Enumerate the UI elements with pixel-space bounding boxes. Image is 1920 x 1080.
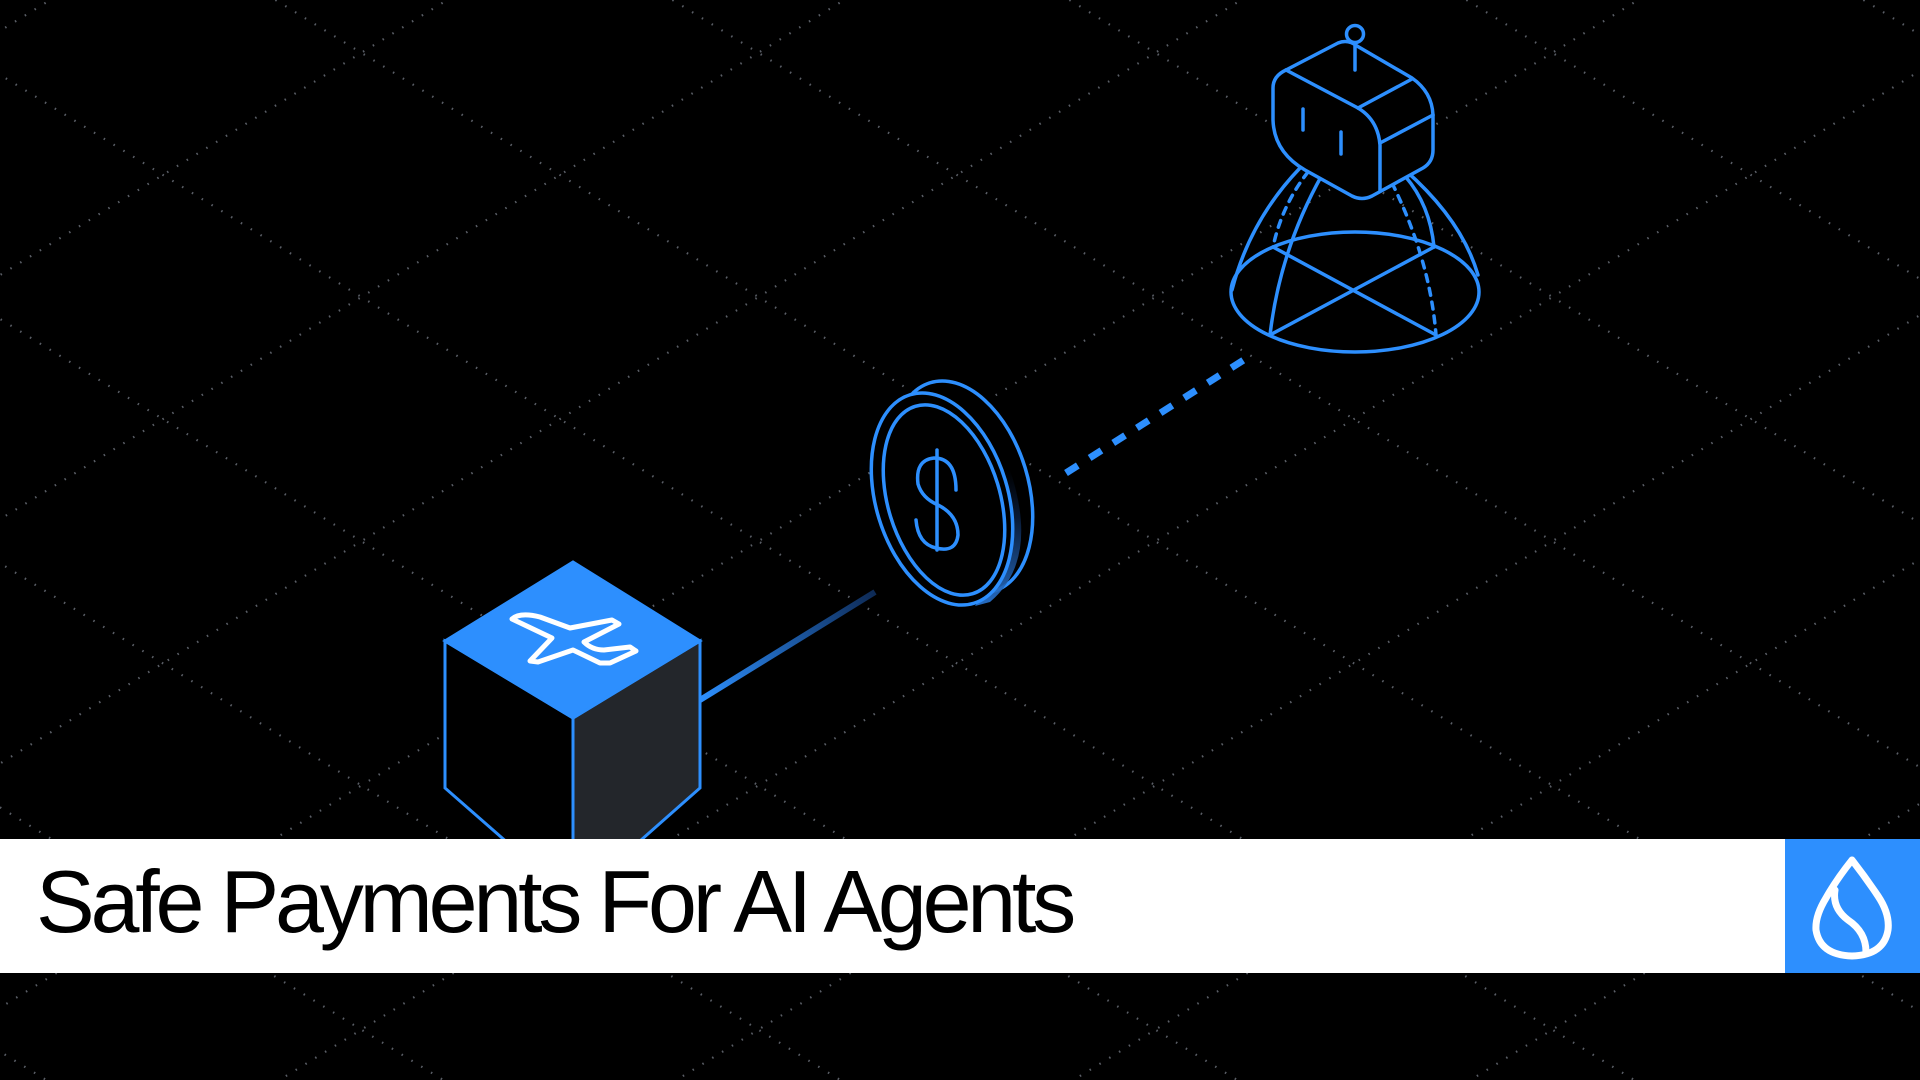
airplane-icon [509, 612, 639, 666]
title-banner: Safe Payments For AI Agents [0, 839, 1920, 973]
page-title: Safe Payments For AI Agents [36, 852, 1076, 951]
cube-coin-connector [698, 589, 877, 703]
robot-agent-icon [1229, 23, 1481, 354]
coin-robot-connector [1064, 353, 1252, 476]
coin [869, 379, 1035, 607]
coin-inner-rim [881, 403, 1007, 597]
dollar-sign-icon [914, 448, 960, 552]
water-drop-logo-icon [1812, 856, 1892, 960]
brand-logo [1785, 839, 1920, 973]
cube-top-face [442, 560, 703, 720]
robot-base-ellipse [1229, 230, 1481, 354]
robot-head [1271, 39, 1435, 201]
cube-block [442, 560, 703, 904]
robot-antenna [1344, 23, 1366, 45]
